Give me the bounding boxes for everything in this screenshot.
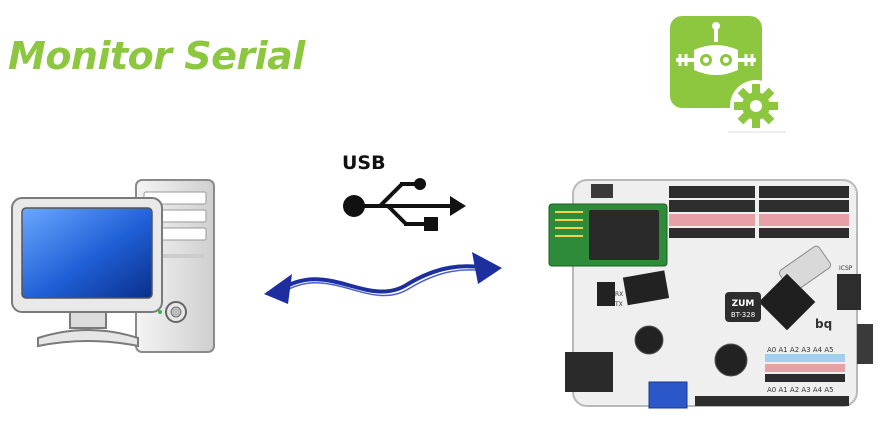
bidirectional-arrow-icon [264,252,502,304]
desktop-computer-icon [11,179,215,353]
brand-label: bq [815,317,832,331]
analog-labels: A0 A1 A2 A3 A4 A5 [767,346,834,354]
page-title: Monitor Serial [8,34,305,78]
zum-bt-328-board: ZUM BT-328 bq A0 A1 A2 A3 A4 A5 A0 A1 A2… [548,179,873,409]
usb-label: USB [342,152,386,174]
rx-label: RX [615,291,623,298]
model-label: BT-328 [731,311,755,319]
zum-label: ZUM [732,299,755,309]
usb-symbol-icon [343,178,466,231]
analog-labels-bottom: A0 A1 A2 A3 A4 A5 [767,386,834,394]
tx-label: TX [614,301,623,308]
robot-gear-icon [670,16,786,133]
icsp-label: ICSP [839,265,853,272]
